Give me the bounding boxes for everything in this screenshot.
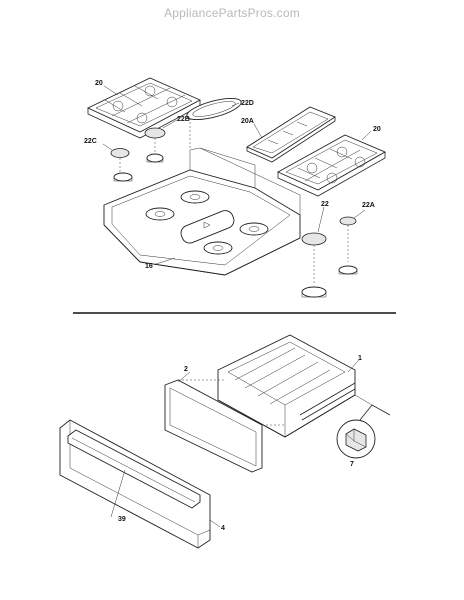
callout-grate-left: 20	[95, 80, 103, 87]
callout-grate-right: 20	[373, 126, 381, 133]
callout-cap-oval: 22D	[241, 100, 254, 107]
drawer-body[interactable]	[217, 334, 373, 438]
callout-handle: 39	[118, 516, 126, 523]
drawer-assembly: 1 2 7 39 4	[59, 334, 391, 549]
site-watermark: AppliancePartsPros.com	[164, 6, 300, 20]
leader-lines-bottom	[110, 359, 360, 528]
burner-cap-medium[interactable]	[144, 127, 166, 163]
callout-cooktop: 16	[145, 263, 153, 270]
callout-drawer-front: 4	[221, 525, 225, 532]
drawer-panel[interactable]	[164, 379, 285, 473]
callout-cap-medium: 22B	[177, 116, 190, 123]
callout-cap-large: 22	[321, 201, 329, 208]
callout-drawer-body: 1	[358, 355, 362, 362]
leader-lines-top	[102, 85, 372, 265]
drawer-glide-inset[interactable]	[336, 404, 391, 459]
cooktop-panel[interactable]	[103, 147, 301, 276]
grate-right[interactable]	[276, 134, 387, 197]
drawer-handle[interactable]	[67, 429, 201, 509]
cooktop-assembly: 20 22D 22B 22C 20A 20 22 22A 16	[84, 77, 387, 298]
callout-grate-center: 20A	[241, 118, 254, 125]
callout-cap-small-right: 22A	[362, 202, 375, 209]
grate-center[interactable]	[246, 106, 336, 163]
callout-drawer-panel: 2	[184, 366, 188, 373]
callout-glide: 7	[350, 461, 354, 468]
callout-cap-small: 22C	[84, 138, 97, 145]
grate-left[interactable]	[86, 77, 202, 139]
burner-cap-oval[interactable]	[185, 94, 243, 148]
burner-cap-small-right[interactable]	[338, 216, 358, 275]
burner-cap-large[interactable]	[301, 232, 327, 298]
burner-cap-small[interactable]	[110, 148, 133, 182]
